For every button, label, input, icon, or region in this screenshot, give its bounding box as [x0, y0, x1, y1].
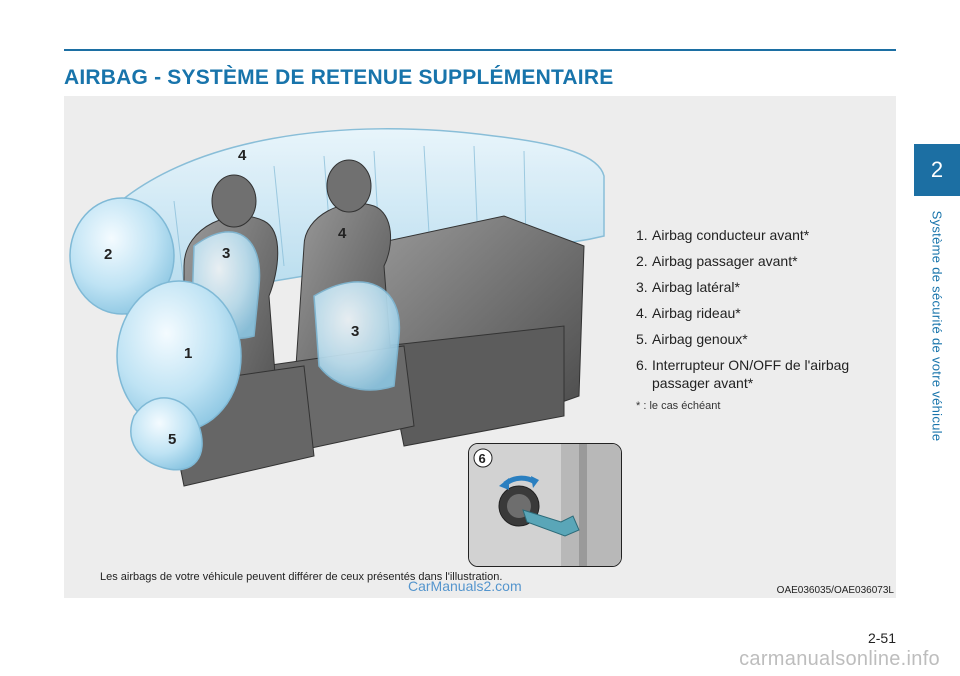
watermark-center: CarManuals2.com: [408, 578, 522, 594]
knee-airbag: [130, 397, 203, 471]
callout-label: 2: [104, 246, 112, 263]
page-number: 2-51: [867, 630, 896, 646]
legend-item: 4. Airbag rideau*: [636, 305, 741, 321]
legend-item: 3. Airbag latéral*: [636, 279, 740, 295]
passenger-front-airbag: [69, 197, 175, 315]
switch-inset: 6: [468, 443, 622, 567]
callout-label: 4: [238, 147, 247, 164]
callout-label: 1: [184, 345, 192, 362]
chapter-tab[interactable]: 2: [914, 144, 960, 196]
side-airbag-passenger: [313, 281, 401, 391]
chapter-number: 2: [930, 157, 944, 182]
callout-label: 3: [222, 245, 230, 262]
legend-footnote: * : le cas échéant: [636, 400, 721, 412]
chapter-title: Système de sécurité de votre véhicule: [929, 210, 945, 442]
watermark-bottom: carmanualsonline.info: [739, 648, 940, 670]
figure-caption: Les airbags de votre véhicule peuvent di…: [100, 571, 503, 583]
image-reference: OAE036035/OAE036073L: [776, 585, 894, 596]
legend-item: 5. Airbag genoux*: [636, 331, 748, 347]
legend-item: 6. Interrupteur ON/OFF de l'airbag passa…: [636, 357, 850, 391]
legend-item: 1. Airbag conducteur avant*: [636, 227, 810, 243]
callout-label: 3: [351, 323, 359, 340]
callout-label: 5: [168, 431, 176, 448]
airbag-legend: 1. Airbag conducteur avant* 2. Airbag pa…: [636, 226, 886, 412]
airbag-illustration: 1 2 3 3 4 4 5: [69, 128, 605, 487]
legend-item: 2. Airbag passager avant*: [636, 253, 798, 269]
header-rule: [64, 49, 896, 51]
inset-callout: 6: [479, 451, 486, 466]
callout-label: 4: [338, 225, 347, 242]
page-title: AIRBAG - SYSTÈME DE RETENUE SUPPLÉMENTAI…: [64, 66, 614, 89]
